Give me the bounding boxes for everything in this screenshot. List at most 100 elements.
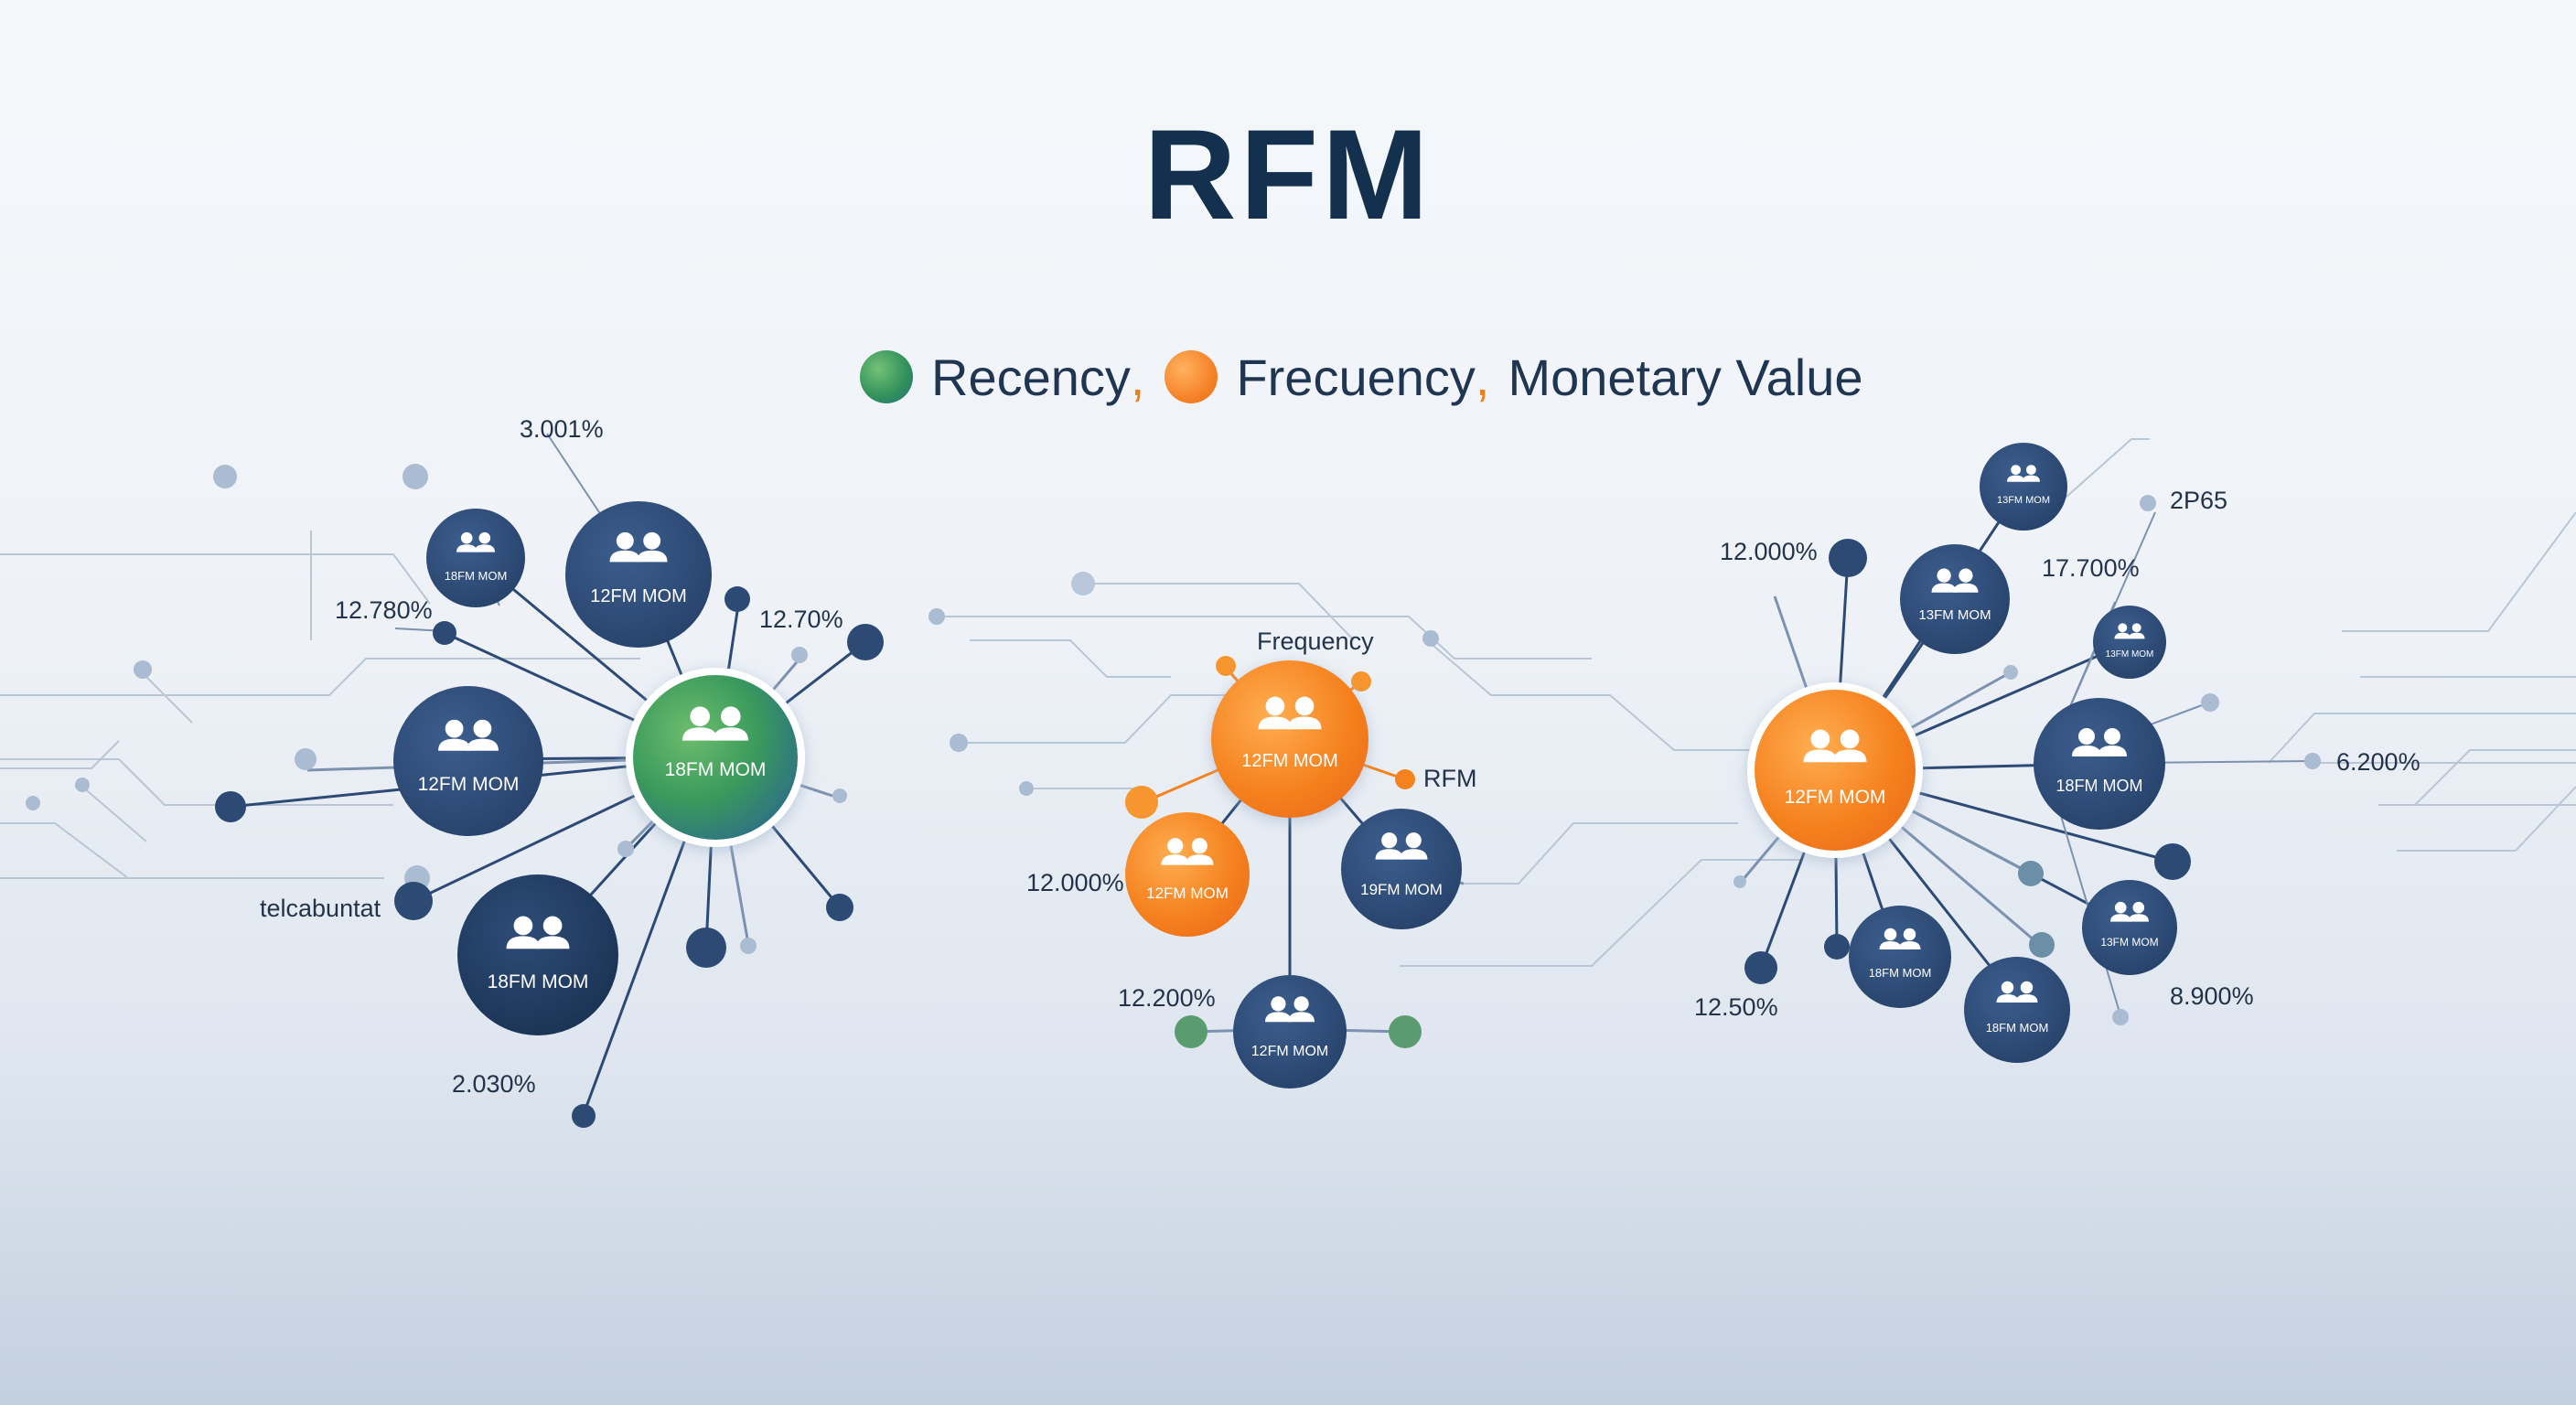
node-dot [1422, 630, 1439, 647]
annotation: telcabuntat [260, 895, 381, 922]
annotation: 12.70% [759, 606, 843, 633]
node-r-lower-right: 13FM MOM [2082, 880, 2177, 975]
trace [1079, 583, 1355, 641]
node-dot [402, 464, 428, 489]
node-m-center: 12FM MOM [1211, 660, 1368, 818]
node-dot [2304, 753, 2321, 769]
nodes: 18FM MOM 12FM MOM 12FM MOM 18FM MOM [393, 443, 2177, 1089]
annotation: 12.50% [1694, 993, 1778, 1021]
trace [0, 553, 431, 605]
node-r-center: 12FM MOM [1747, 682, 1923, 858]
node-dot [2029, 932, 2055, 958]
node-label: 13FM MOM [2106, 649, 2154, 660]
node-l-big: 12FM MOM [565, 501, 712, 648]
trace [2268, 713, 2576, 764]
node-label: 12FM MOM [590, 586, 687, 606]
trace [2414, 749, 2576, 806]
trace [0, 758, 393, 806]
annotation: 12.780% [335, 596, 433, 624]
node-r-top: 13FM MOM [1980, 443, 2067, 531]
annotation: 6.200% [2336, 748, 2420, 776]
node-label: 12FM MOM [1241, 751, 1338, 771]
node-dot [928, 608, 945, 625]
node-r-small: 13FM MOM [2093, 606, 2166, 679]
node-label: 18FM MOM [445, 569, 508, 583]
node-l-small: 18FM MOM [426, 509, 525, 607]
recency-legend-dot [860, 350, 913, 403]
node-l-bottom: 18FM MOM [457, 874, 618, 1035]
node-label: 18FM MOM [665, 759, 767, 780]
node-dot [134, 660, 152, 679]
trace [2397, 786, 2576, 852]
node-dot [2018, 861, 2044, 886]
node-label: 18FM MOM [1869, 966, 1932, 980]
node-l-center: 18FM MOM [626, 668, 805, 847]
annotation: 8.900% [2170, 982, 2254, 1010]
node-label: 12FM MOM [1785, 787, 1886, 808]
legend-frequency: Frecuency [1236, 348, 1476, 406]
node-dot [2140, 495, 2156, 511]
node-dot [1824, 934, 1850, 960]
node-dot [572, 1104, 596, 1128]
node-dot [724, 586, 750, 612]
node-dot [686, 928, 726, 968]
annotation: 3.001% [520, 415, 604, 443]
node-r-bottom-b: 18FM MOM [1964, 957, 2070, 1063]
annotation: 2.030% [452, 1070, 536, 1098]
trace [2342, 511, 2576, 632]
node-dot [826, 894, 853, 921]
node-dot [2003, 665, 2018, 680]
dots [26, 464, 2321, 1128]
page-title: RFM [1143, 102, 1433, 246]
node-label: 18FM MOM [488, 971, 589, 992]
node-dot [950, 734, 968, 752]
node-l-left: 12FM MOM [393, 686, 543, 836]
node-dot [1071, 572, 1095, 595]
node-label: 19FM MOM [1360, 881, 1443, 898]
legend: Recency , Frecuency , Monetary Value [860, 340, 1863, 413]
node-dot [2112, 1009, 2129, 1025]
annotation: 12.000% [1720, 538, 1818, 565]
trace [81, 786, 147, 842]
node-dot [1216, 656, 1236, 676]
trace [2048, 438, 2150, 513]
legend-separator: , [1130, 348, 1145, 406]
node-dot [832, 788, 847, 803]
annotation: 2P65 [2170, 487, 2228, 514]
annotation: 12.000% [1026, 869, 1124, 896]
node-dot [394, 882, 433, 920]
annotation: RFM [1423, 765, 1477, 792]
legend-recency: Recency [931, 348, 1131, 406]
node-dot [847, 624, 884, 660]
annotation: Frequency [1257, 627, 1374, 655]
legend-separator: , [1475, 348, 1490, 406]
trace [970, 639, 1171, 678]
node-dot [433, 621, 456, 645]
frequency-legend-dot [1165, 350, 1218, 403]
node-dot [215, 791, 246, 822]
node-label: 18FM MOM [2055, 777, 2142, 795]
node-dot [1389, 1015, 1422, 1048]
trace [1400, 859, 1802, 967]
node-m-left: 12FM MOM [1125, 812, 1250, 937]
node-dot [1019, 781, 1034, 796]
node-label: 18FM MOM [1986, 1021, 2049, 1035]
node-label: 12FM MOM [1146, 885, 1229, 902]
node-dot [2201, 693, 2219, 712]
trace [1426, 639, 1784, 751]
trace [0, 822, 384, 879]
node-dot [1744, 951, 1777, 984]
node-label: 13FM MOM [1918, 607, 1991, 623]
node-dot [1829, 539, 1867, 577]
trace [0, 658, 640, 696]
node-label: 12FM MOM [418, 774, 520, 795]
node-label: 13FM MOM [2100, 936, 2158, 949]
node-label: 13FM MOM [1997, 495, 2050, 506]
node-label: 12FM MOM [1251, 1044, 1328, 1059]
node-dot [2154, 843, 2191, 880]
legend-monetary: Monetary Value [1508, 348, 1863, 406]
node-dot [740, 938, 757, 954]
node-dot [1351, 671, 1371, 692]
node-dot [791, 647, 808, 663]
